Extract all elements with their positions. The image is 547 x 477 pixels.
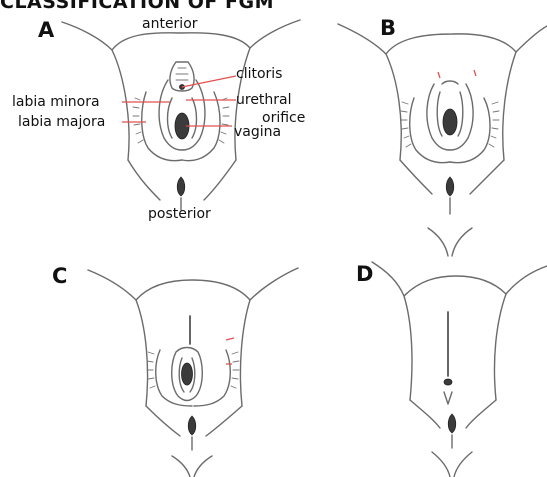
label-clitoris: clitoris xyxy=(236,66,282,82)
label-anterior: anterior xyxy=(142,16,198,32)
panel-b-drawing xyxy=(338,24,547,256)
label-urethral: urethral xyxy=(236,92,292,108)
label-posterior: posterior xyxy=(148,206,211,222)
label-labia-minora: labia minora xyxy=(12,94,100,110)
panel-d-letter: D xyxy=(356,262,373,286)
panel-b-letter: B xyxy=(380,16,396,40)
panel-d-drawing xyxy=(372,262,547,477)
panel-c-drawing xyxy=(88,268,298,477)
label-labia-majora: labia majora xyxy=(18,114,105,130)
panel-c-letter: C xyxy=(52,264,67,288)
panel-a-letter: A xyxy=(38,18,54,42)
label-vagina: vagina xyxy=(234,124,281,140)
